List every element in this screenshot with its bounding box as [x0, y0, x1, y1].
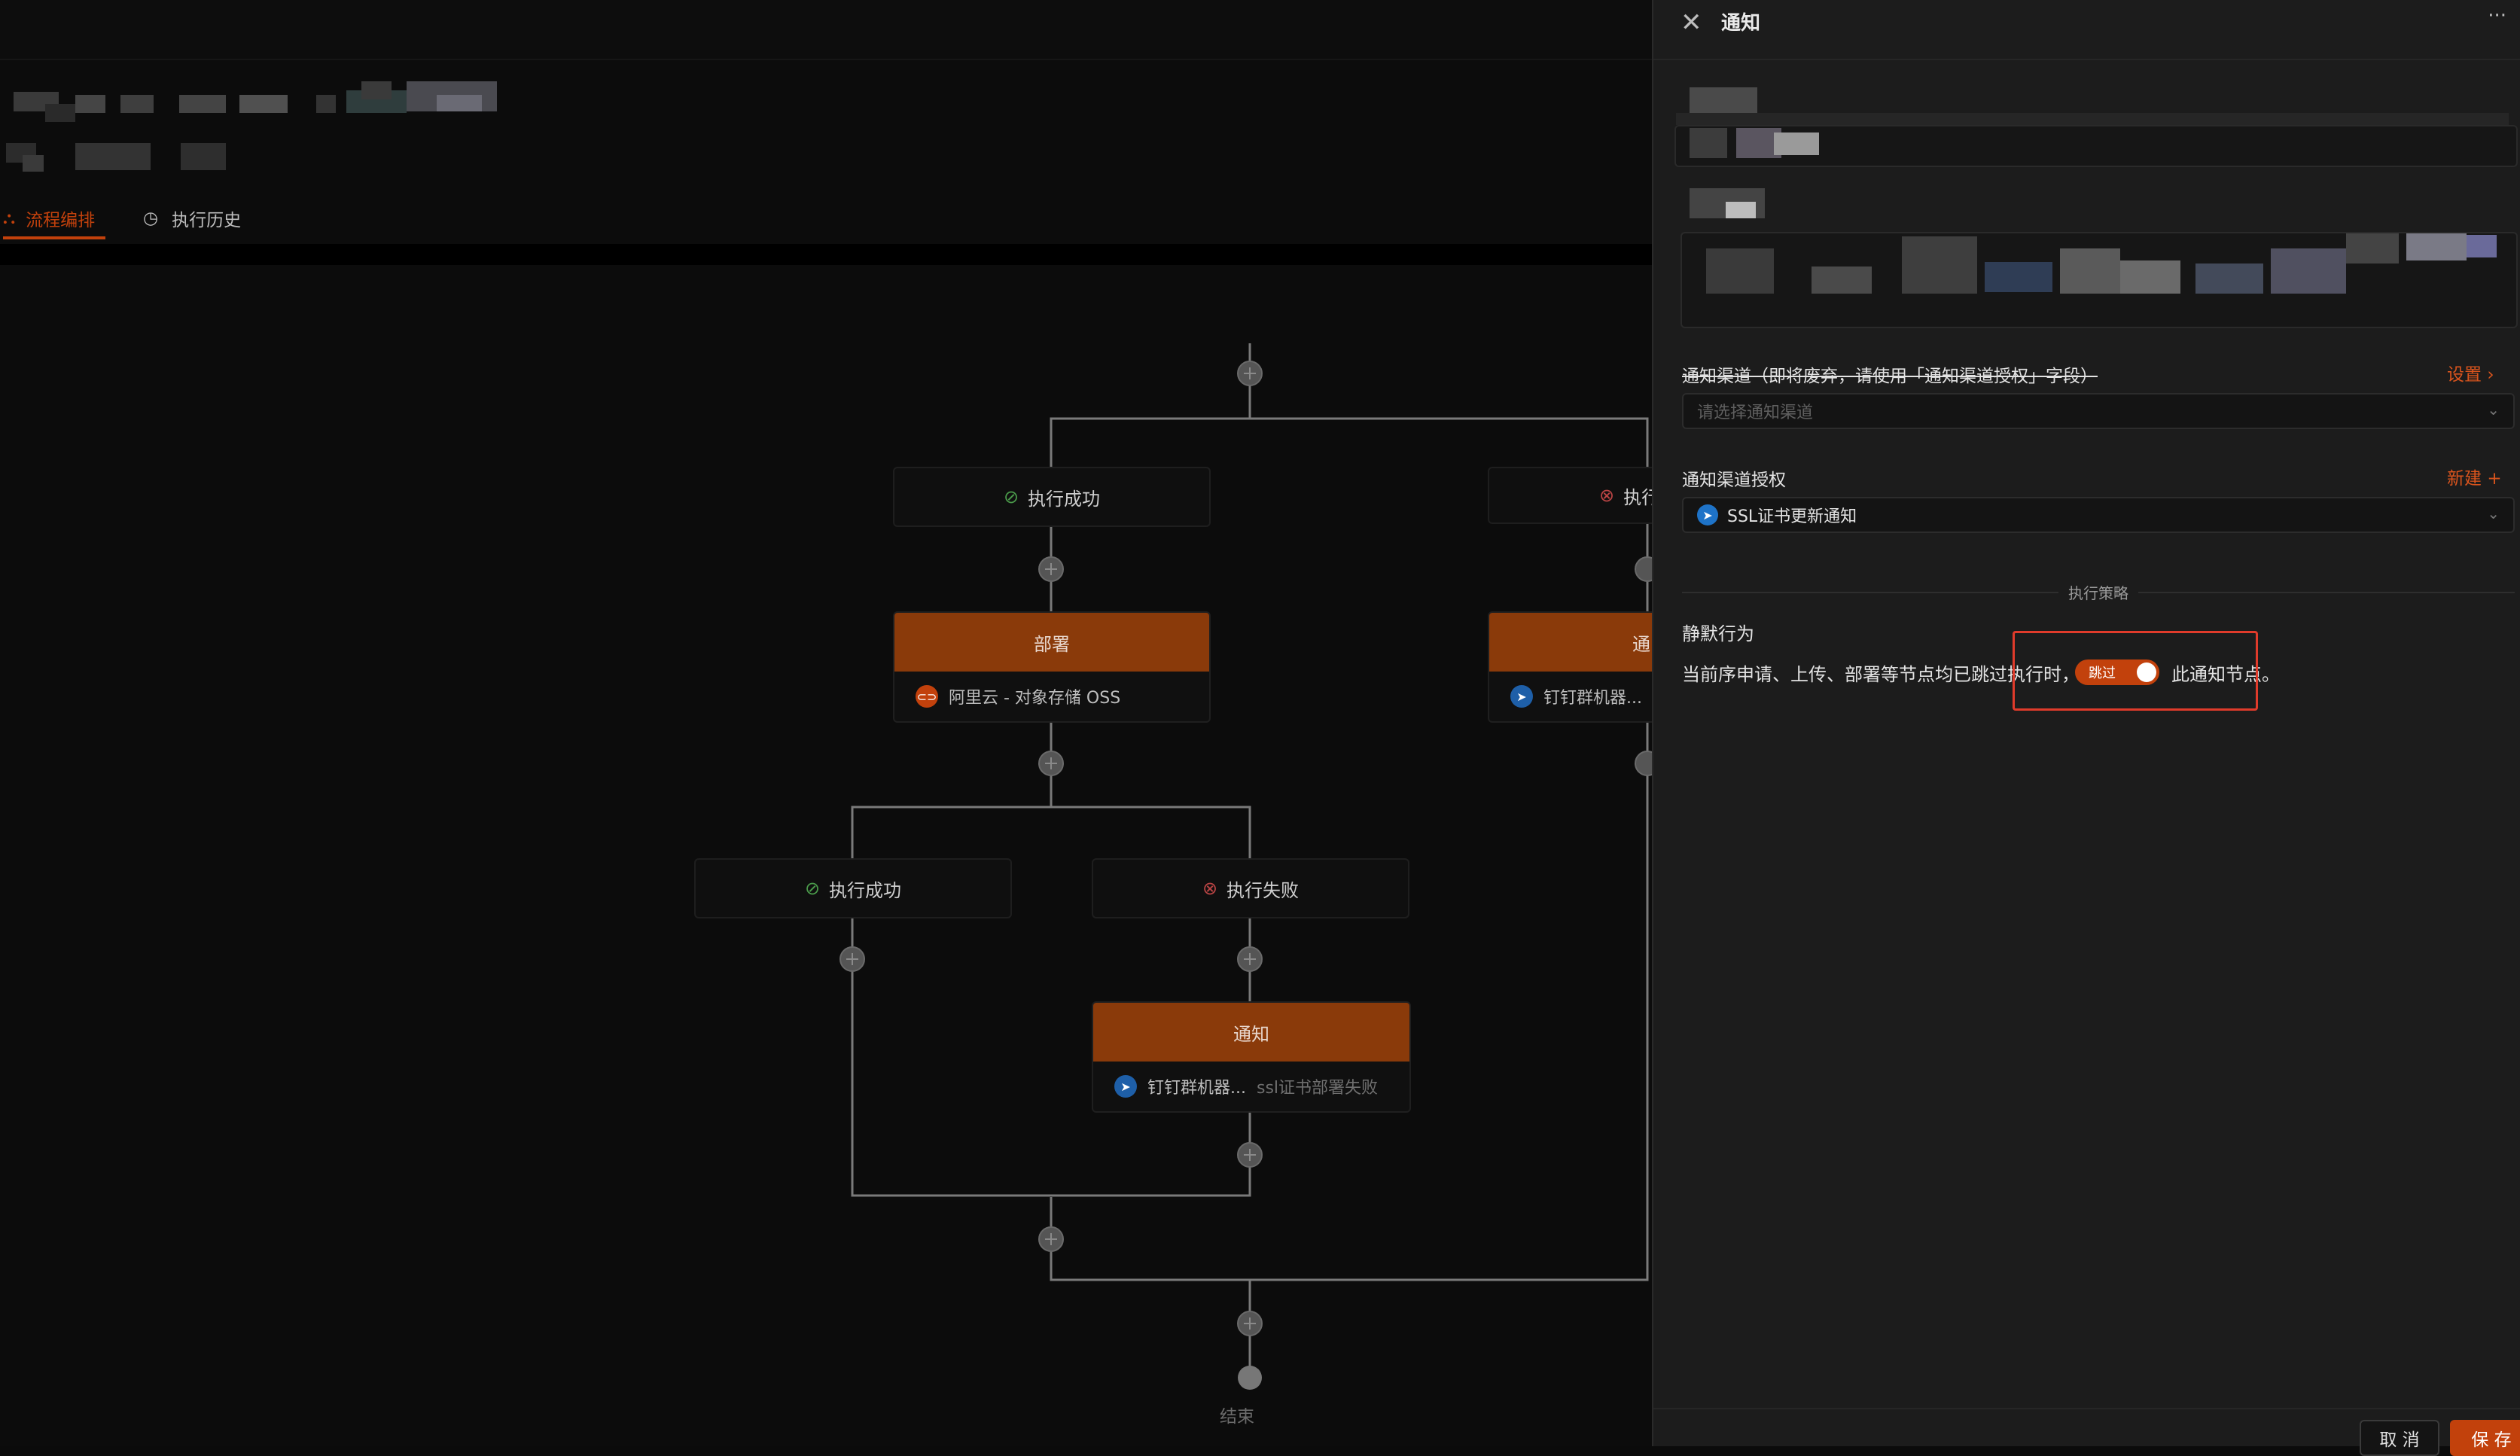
toggle-knob: [2137, 663, 2156, 682]
active-tab-indicator: [3, 236, 105, 239]
error-circle-icon: ⊗: [1202, 878, 1218, 899]
notify-config-drawer: ✕ 通知 ··· 通知渠道（即将废弃，请使用「通知渠道授权」字段） 设置 › 请…: [1652, 0, 2520, 1456]
end-node-dot: [1238, 1366, 1262, 1390]
chevron-down-icon: ⌄: [2487, 504, 2500, 522]
canvas-top-edge: [0, 244, 1652, 265]
strategy-divider: 执行策略: [1682, 584, 2515, 602]
branch-fail-2-label: 执行失败: [1226, 879, 1300, 901]
branch-success-2[interactable]: ⊘ 执行成功: [694, 858, 1012, 918]
right-notify-node[interactable]: 通 ➤ 钉钉群机器...: [1488, 611, 1671, 723]
deploy-node-title: 部署: [894, 613, 1209, 672]
access-new-label: 新建: [2447, 469, 2482, 489]
aliyun-icon: ⊂⊃: [916, 685, 938, 708]
right-notify-node-title: 通: [1489, 613, 1670, 672]
notify-node-provider: 钉钉群机器...: [1147, 1079, 1246, 1098]
channel-label: 通知渠道（即将废弃，请使用「通知渠道授权」字段）: [1682, 367, 2098, 386]
tab-history-label: 执行历史: [172, 211, 242, 230]
silent-label: 静默行为: [1682, 623, 1754, 644]
branch-fail-1[interactable]: ⊗ 执行: [1488, 467, 1668, 524]
check-circle-icon: ⊘: [804, 878, 821, 899]
access-select[interactable]: ➤ SSL证书更新通知 ⌄: [1682, 497, 2515, 533]
skip-toggle-label: 跳过: [2089, 666, 2116, 681]
plus-icon: +: [2487, 469, 2502, 489]
tab-history[interactable]: ◷ 执行历史: [143, 202, 241, 235]
chevron-down-icon: ⌄: [2487, 401, 2500, 419]
error-circle-icon: ⊗: [1599, 485, 1615, 506]
access-label: 通知渠道授权: [1682, 471, 1786, 490]
notify-node[interactable]: 通知 ➤ 钉钉群机器... ssl证书部署失败: [1092, 1001, 1411, 1113]
check-circle-icon: ⊘: [1003, 486, 1019, 507]
drawer-header: ✕ 通知 ···: [1653, 0, 2520, 60]
tab-flow-label: 流程编排: [26, 211, 96, 230]
highlight-box: [2013, 631, 2258, 711]
notify-node-subtitle: ssl证书部署失败: [1256, 1079, 1379, 1098]
silent-suffix: 此通知节点。: [2171, 664, 2280, 685]
access-new-link[interactable]: 新建 +: [2447, 464, 2502, 489]
close-icon[interactable]: ✕: [1681, 8, 1702, 38]
header-band: [0, 0, 1652, 60]
channel-select-placeholder: 请选择通知渠道: [1697, 404, 1814, 422]
deploy-node-provider: 阿里云 - 对象存储 OSS: [949, 689, 1121, 708]
strategy-divider-label: 执行策略: [2068, 584, 2128, 602]
dingtalk-icon: ➤: [1697, 504, 1718, 525]
dingtalk-icon: ➤: [1114, 1075, 1137, 1098]
channel-settings-label: 设置: [2447, 365, 2482, 385]
flow-icon: ⛬: [3, 209, 16, 228]
right-notify-node-provider: 钉钉群机器...: [1543, 689, 1642, 708]
channel-select[interactable]: 请选择通知渠道 ⌄: [1682, 393, 2515, 429]
branch-success-1[interactable]: ⊘ 执行成功: [893, 467, 1211, 527]
drawer-title: 通知: [1721, 12, 1761, 35]
cancel-button[interactable]: 取 消: [2360, 1420, 2439, 1456]
dingtalk-icon: ➤: [1510, 685, 1533, 708]
drawer-footer: 取 消 保 存: [1653, 1408, 2520, 1456]
flow-connectors: [839, 343, 1652, 1390]
history-icon: ◷: [143, 209, 159, 228]
notify-node-title: 通知: [1093, 1003, 1409, 1062]
branch-success-2-label: 执行成功: [829, 879, 902, 901]
branch-success-1-label: 执行成功: [1028, 488, 1101, 510]
skip-toggle[interactable]: 跳过: [2075, 659, 2159, 685]
more-icon[interactable]: ···: [2488, 5, 2506, 27]
deploy-node[interactable]: 部署 ⊂⊃ 阿里云 - 对象存储 OSS: [893, 611, 1211, 723]
chevron-right-icon: ›: [2487, 365, 2494, 385]
channel-settings-link[interactable]: 设置 ›: [2447, 360, 2494, 385]
end-label: 结束: [1220, 1407, 1254, 1427]
save-button[interactable]: 保 存: [2450, 1420, 2520, 1456]
access-select-value: SSL证书更新通知: [1727, 507, 1857, 526]
branch-fail-2[interactable]: ⊗ 执行失败: [1092, 858, 1409, 918]
tab-flow[interactable]: ⛬ 流程编排: [3, 202, 95, 235]
workflow-workspace: ⛬ 流程编排 ◷ 执行历史: [0, 0, 1671, 1427]
